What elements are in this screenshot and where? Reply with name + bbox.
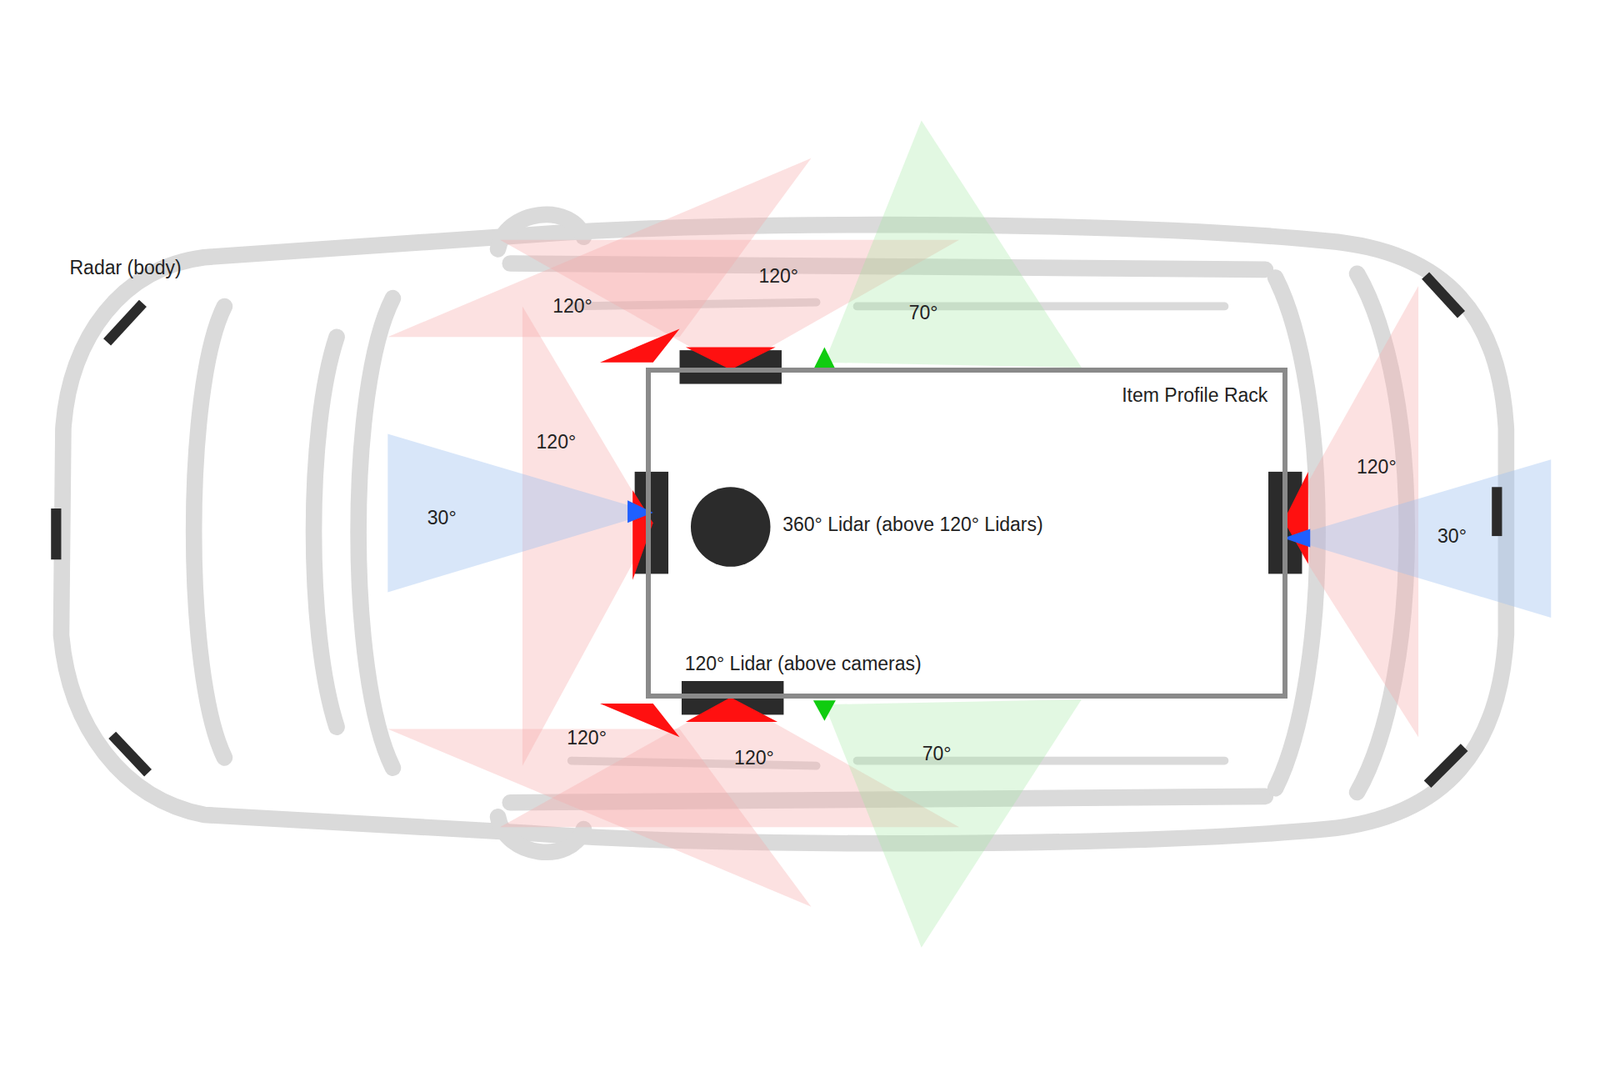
fov-angle: 30°	[427, 505, 457, 529]
fov-angle: 120°	[566, 726, 607, 750]
radar-sensors	[55, 275, 1497, 785]
fov-angle: 120°	[734, 745, 775, 769]
fov-angle: 30°	[1437, 524, 1467, 547]
fov-angle: 70°	[909, 300, 939, 324]
sensor-markers	[600, 328, 1310, 737]
fov-angle: 120°	[1356, 455, 1397, 478]
fov-angle: 120°	[536, 430, 577, 454]
fov-angle: 120°	[552, 295, 593, 318]
rack-title: Item Profile Rack	[1121, 384, 1268, 407]
sensor-housings	[635, 350, 1303, 715]
fov-angle: 70°	[922, 741, 952, 765]
sensor-label: 120° Lidar (above cameras)	[685, 651, 922, 675]
fov-angle: 120°	[758, 264, 799, 287]
sensor-label: 360° Lidar (above 120° Lidars)	[782, 513, 1043, 536]
car-outline	[60, 214, 1506, 852]
sensor-label: Radar (body)	[69, 255, 181, 279]
fov-cones	[387, 120, 1551, 948]
